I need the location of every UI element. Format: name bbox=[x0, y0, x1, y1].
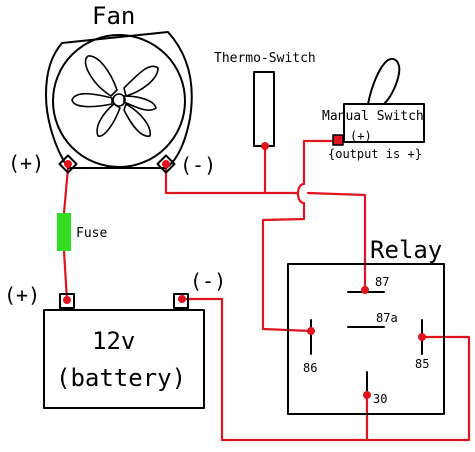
manual-switch-output-note: {output is +} bbox=[328, 147, 422, 161]
wire-fan-minus-to-87 bbox=[164, 164, 367, 292]
pin-30-label: 30 bbox=[373, 392, 387, 406]
dot-fan-plus bbox=[64, 160, 72, 168]
battery-plus-post bbox=[59, 293, 75, 309]
battery-voltage-label: 12v bbox=[92, 327, 135, 355]
fan-guard bbox=[52, 34, 186, 168]
fan-housing bbox=[45, 31, 193, 169]
fan-blades-icon bbox=[71, 55, 159, 137]
battery-minus-post bbox=[173, 293, 189, 309]
wire-fuse-to-battery bbox=[62, 249, 69, 302]
wire-manual-to-86 bbox=[261, 139, 340, 333]
fan-minus-label: (-) bbox=[180, 153, 216, 177]
dot-pin-85 bbox=[418, 333, 426, 341]
toggle-lever-icon bbox=[367, 58, 401, 105]
pin-87-label: 87 bbox=[375, 275, 389, 289]
connection-dots bbox=[63, 142, 426, 399]
fuse-body bbox=[57, 213, 71, 251]
dot-battery-plus bbox=[63, 296, 71, 304]
dot-pin-87 bbox=[361, 286, 369, 294]
wire-fan-to-fuse bbox=[62, 166, 70, 215]
battery: (+) (-) 12v (battery) bbox=[4, 269, 226, 409]
relay-body bbox=[287, 263, 445, 415]
relay: Relay 87 87a 86 85 30 bbox=[287, 236, 445, 415]
battery-plus-label: (+) bbox=[4, 283, 40, 307]
manual-switch-terminal bbox=[332, 134, 344, 146]
wire-battery-minus-ground bbox=[181, 297, 471, 442]
thermo-switch-label: Thermo-Switch bbox=[214, 51, 316, 66]
fuse-label: Fuse bbox=[76, 226, 107, 241]
relay-title: Relay bbox=[370, 236, 442, 264]
dot-battery-minus bbox=[178, 295, 186, 303]
pin-86-label: 86 bbox=[303, 361, 317, 375]
fan-title: Fan bbox=[92, 2, 135, 30]
battery-name-label: (battery) bbox=[56, 364, 186, 392]
dot-pin-86 bbox=[307, 327, 315, 335]
manual-switch-plus-label: (+) bbox=[350, 129, 372, 143]
thermo-switch-body bbox=[253, 71, 275, 147]
dot-fan-minus bbox=[162, 160, 170, 168]
fan-plus-label: (+) bbox=[8, 151, 44, 175]
fan-minus-terminal bbox=[156, 154, 176, 174]
fan-plus-terminal bbox=[58, 154, 78, 174]
thermo-switch: Thermo-Switch bbox=[214, 51, 316, 147]
fan: Fan (+) (-) bbox=[8, 2, 216, 177]
pin-87a-label: 87a bbox=[376, 311, 398, 325]
fuse: Fuse bbox=[57, 213, 107, 251]
battery-body bbox=[43, 309, 205, 409]
manual-switch: Manual Switch (+) {output is +} bbox=[322, 58, 425, 161]
dot-pin-30 bbox=[363, 391, 371, 399]
pin-85-label: 85 bbox=[415, 357, 429, 371]
wires bbox=[62, 139, 471, 442]
battery-minus-label: (-) bbox=[190, 269, 226, 293]
manual-switch-body bbox=[343, 103, 425, 143]
manual-switch-label: Manual Switch bbox=[322, 109, 424, 124]
dot-thermo-switch bbox=[261, 142, 269, 150]
